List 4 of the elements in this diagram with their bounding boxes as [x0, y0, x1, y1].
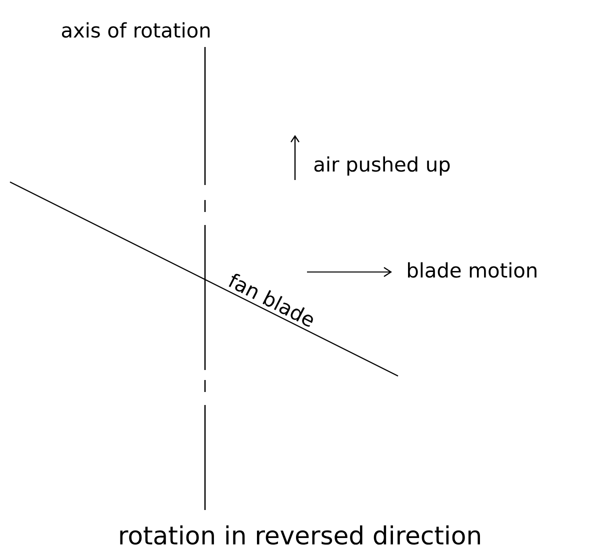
label-text: air pushed up: [314, 156, 450, 176]
label-text: axis of rotation: [62, 22, 210, 38]
label-text: blade motion: [408, 262, 536, 278]
caption: rotation in reversed direction: [120, 525, 480, 545]
